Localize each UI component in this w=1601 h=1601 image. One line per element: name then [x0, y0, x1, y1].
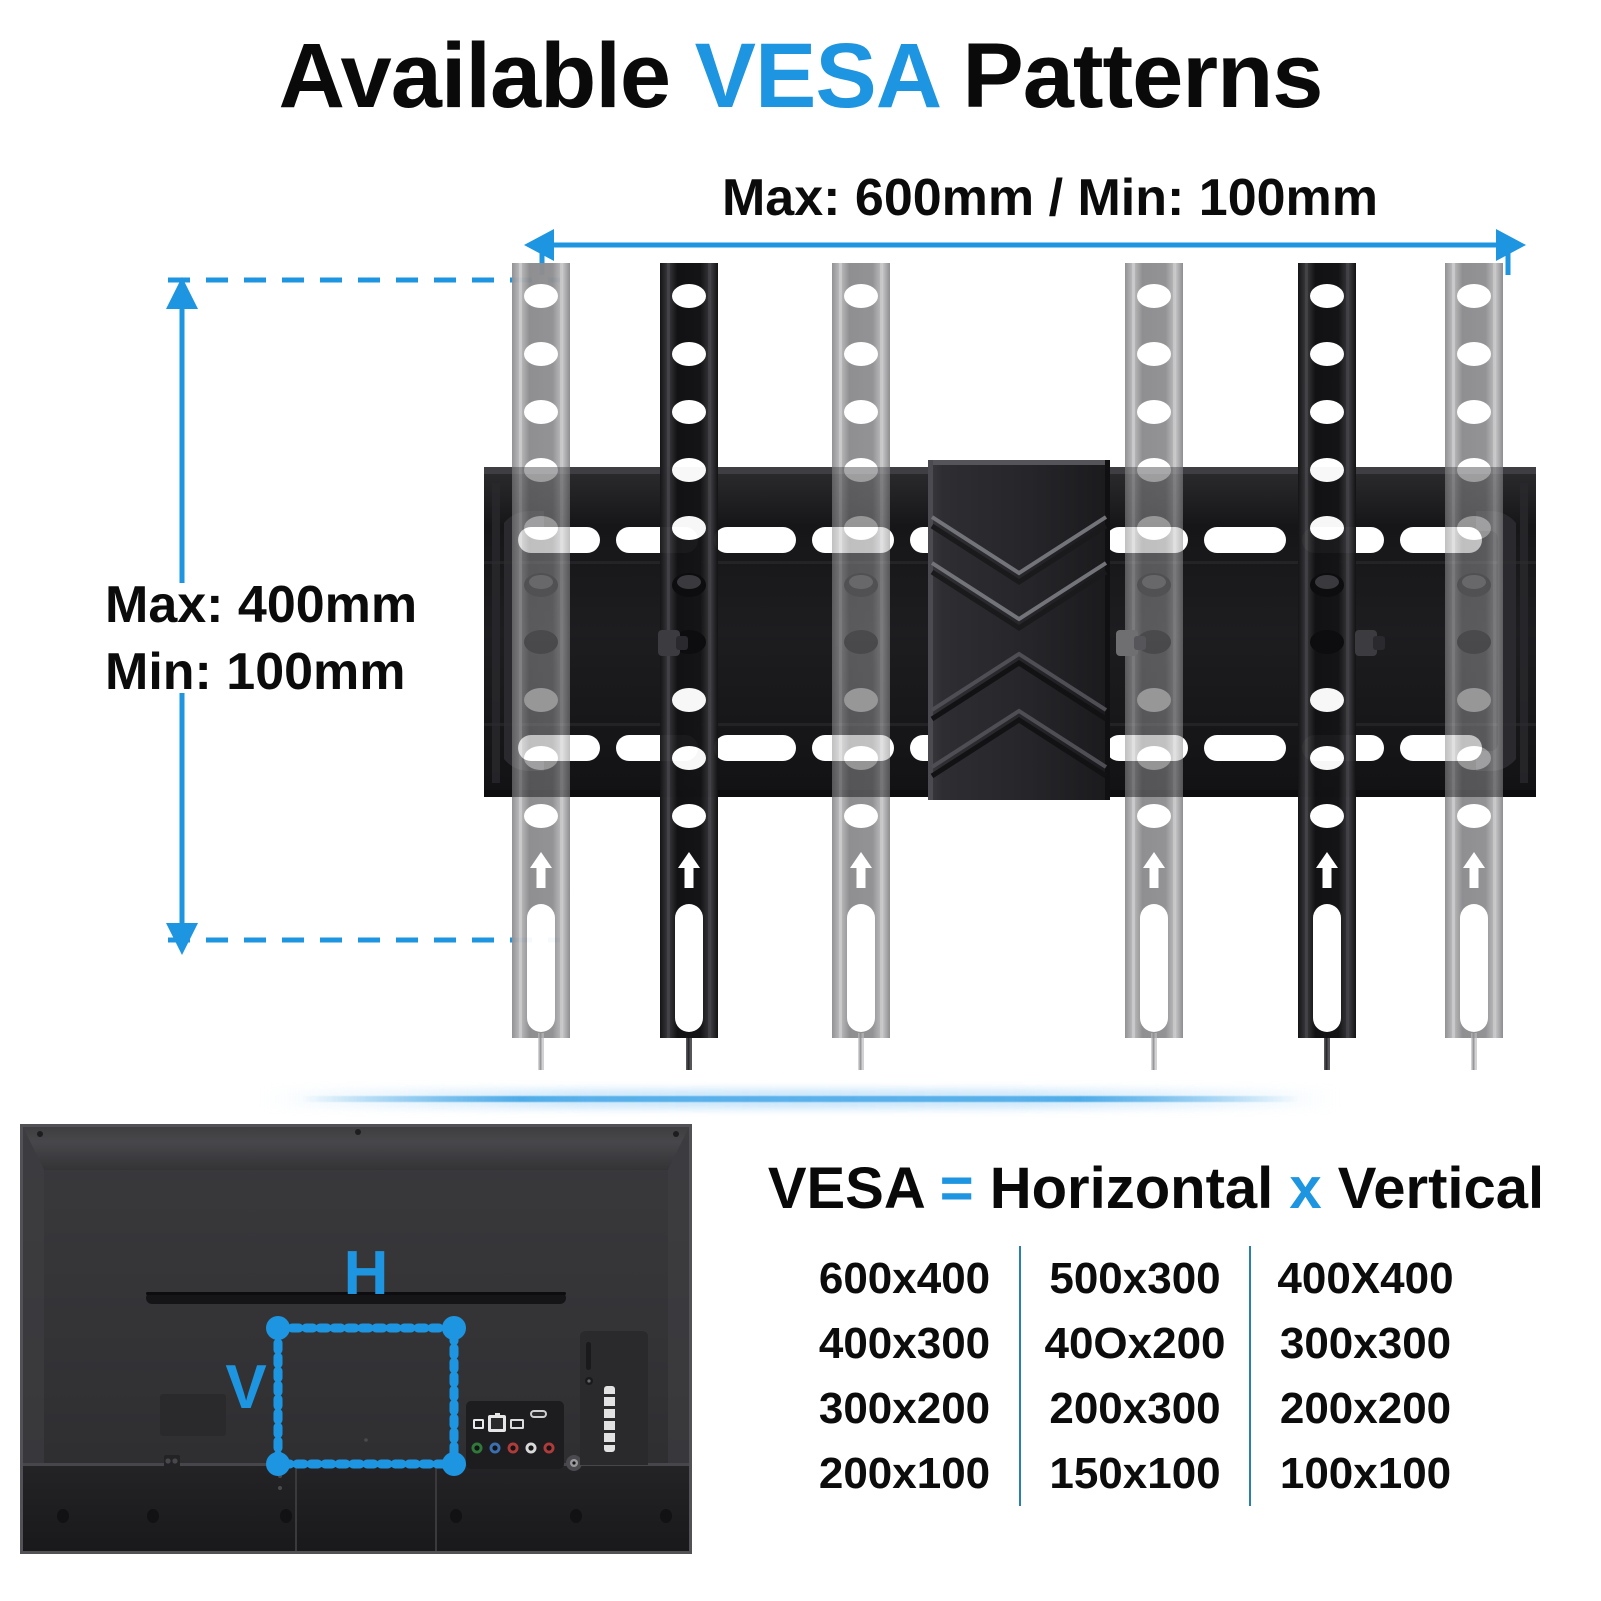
tv-back-diagram: H V [20, 1124, 692, 1554]
arrowhead-right-icon [1496, 229, 1526, 261]
lock-knob-group [658, 630, 1385, 656]
tv-h-marker: H [344, 1239, 389, 1308]
arrowhead-down-icon [166, 923, 198, 955]
vesa-size-cell: 150x100 [1020, 1441, 1251, 1506]
vertical-dimension-max: Max: 400mm [105, 576, 418, 634]
vesa-size-cell: 100x100 [1279, 1448, 1452, 1498]
tv-wall-mount-bracket [484, 263, 1536, 1070]
vesa-size-cell: 300x200 [790, 1376, 1021, 1441]
vesa-size-cell: 500x300 [1020, 1246, 1251, 1311]
section-divider [300, 1096, 1300, 1102]
tv-v-marker: V [225, 1353, 266, 1422]
tv-io-port-panel [466, 1401, 582, 1471]
vesa-size-cell: 40Ox200 [1020, 1311, 1251, 1376]
vertical-dimension-label: Max: 400mm Min: 100mm [105, 572, 505, 705]
vesa-size-cell: 600x400 [790, 1246, 1021, 1311]
vesa-size-cell: 300x300 [1279, 1318, 1452, 1368]
horizontal-dimension-label: Max: 600mm / Min: 100mm [721, 169, 1379, 227]
formula-times-sign: x [1289, 1156, 1322, 1221]
title-part-2: Patterns [937, 25, 1323, 127]
arrowhead-left-icon [524, 229, 554, 261]
vesa-hole-top-left [266, 1316, 290, 1340]
tv-side-panel [580, 1331, 648, 1465]
formula-term-vesa: VESA [767, 1156, 924, 1221]
vesa-size-cell: 400x300 [790, 1311, 1021, 1376]
formula-term-vertical: Vertical [1337, 1156, 1545, 1221]
horizontal-dimension-arrow [524, 229, 1526, 275]
vesa-hole-bottom-left [266, 1452, 290, 1476]
vesa-hole-top-right [442, 1316, 466, 1340]
vesa-hole-bottom-right [442, 1452, 466, 1476]
vesa-size-cell: 200x100 [790, 1441, 1021, 1506]
page-title: Available VESA Patterns [0, 28, 1601, 125]
formula-term-horizontal: Horizontal [989, 1156, 1274, 1221]
formula-equals-sign: = [939, 1156, 974, 1221]
vertical-dimension-min: Min: 100mm [105, 642, 406, 701]
vertical-dimension-arrow [166, 277, 560, 955]
title-accent-vesa: VESA [694, 25, 939, 127]
title-part-1: Available [278, 25, 695, 127]
arrowhead-up-icon [166, 277, 198, 309]
vesa-size-cell: 200x200 [1279, 1383, 1452, 1433]
vesa-pattern-overlay [266, 1316, 466, 1476]
vesa-size-cell: 200x300 [1020, 1376, 1251, 1441]
vesa-formula: VESA = Horizontal x Vertical [716, 1155, 1596, 1222]
center-chevron-plate [928, 460, 1110, 800]
vesa-size-cell: 400X400 [1277, 1253, 1454, 1303]
